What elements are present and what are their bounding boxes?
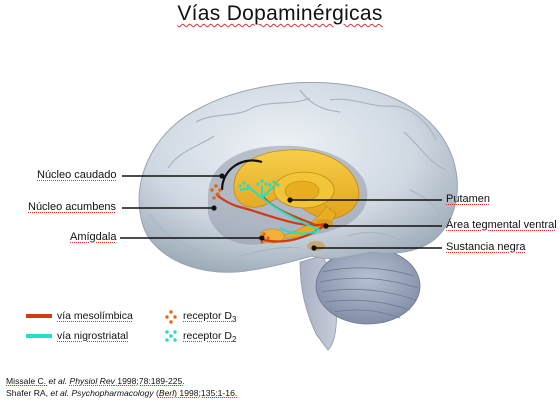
brain-gyri <box>149 89 447 257</box>
leader-lines <box>120 175 442 249</box>
ref2-mid: ( <box>153 388 159 398</box>
label-amigdala: Amígdala <box>70 231 116 243</box>
legend-receptor-d2-subscript: 2 <box>232 335 237 345</box>
legend-receptor-d3-text: receptor D <box>183 310 233 322</box>
ref1-journal: Physiol Rev <box>69 376 115 386</box>
legend-receptor-d2-text: receptor D <box>183 330 233 342</box>
legend-nigrostriatal-swatch <box>26 334 52 338</box>
label-nucleo-acumbens-text: Núcleo acumbens <box>28 201 117 213</box>
receptor-d2-dots <box>238 179 280 188</box>
legend-mesolimbica: vía mesolímbica <box>57 310 133 322</box>
caudate-outline <box>220 159 263 191</box>
label-putamen-text: Putamen <box>446 193 491 205</box>
ref1-tail: 1998;78:189-225. <box>114 376 185 386</box>
page-title: Vías Dopaminérgicas <box>177 2 383 25</box>
label-area-tegmental-ventral: Área tegmental ventral <box>446 219 557 231</box>
reference-1: Missale C. et al. Physiol Rev 1998;78:18… <box>6 376 185 386</box>
ref1-etal: et al. <box>48 376 68 386</box>
ref2-berl: Berl <box>158 388 175 398</box>
ref2-etal: et al. <box>50 388 70 398</box>
label-nucleo-caudado-text: Núcleo caudado <box>37 169 117 181</box>
legend-d2-swatch <box>165 330 177 342</box>
legend-mesolimbic-swatch <box>26 314 52 318</box>
label-nucleo-acumbens: Núcleo acumbens <box>28 201 116 213</box>
cerebellum <box>315 247 421 325</box>
label-amigdala-text: Amígdala <box>70 231 117 243</box>
label-sustancia-negra: Sustancia negra <box>446 241 526 253</box>
leader-dots <box>211 173 329 251</box>
label-sustancia-negra-text: Sustancia negra <box>446 241 526 253</box>
label-nucleo-caudado: Núcleo caudado <box>37 169 117 181</box>
legend-nigrostriatal: vía nigrostriatal <box>57 330 128 342</box>
legend-receptor-d3: receptor D3 <box>183 310 236 324</box>
label-putamen: Putamen <box>446 193 490 205</box>
nigrostriatal-pathway <box>239 185 321 235</box>
label-area-tegmental-ventral-text: Área tegmental ventral <box>446 219 557 231</box>
legend-receptor-d2: receptor D2 <box>183 330 236 344</box>
receptor-d3-dots <box>210 184 270 244</box>
reference-2: Shafer RA, et al. Psychopharmacology (Be… <box>6 388 237 398</box>
ref1-authors: Missale C. <box>6 376 49 386</box>
ref2-journal: Psychopharmacology <box>71 388 154 398</box>
legend-nigrostriatal-text: vía nigrostriatal <box>57 330 129 342</box>
legend-receptor-d3-subscript: 3 <box>232 315 237 325</box>
legend-d3-swatch <box>165 310 177 324</box>
ref2-authors: Shafer RA, <box>6 388 51 398</box>
ref2-tail: ) 1998;135:1-16. <box>174 388 238 398</box>
legend-mesolimbica-text: vía mesolímbica <box>57 310 133 322</box>
